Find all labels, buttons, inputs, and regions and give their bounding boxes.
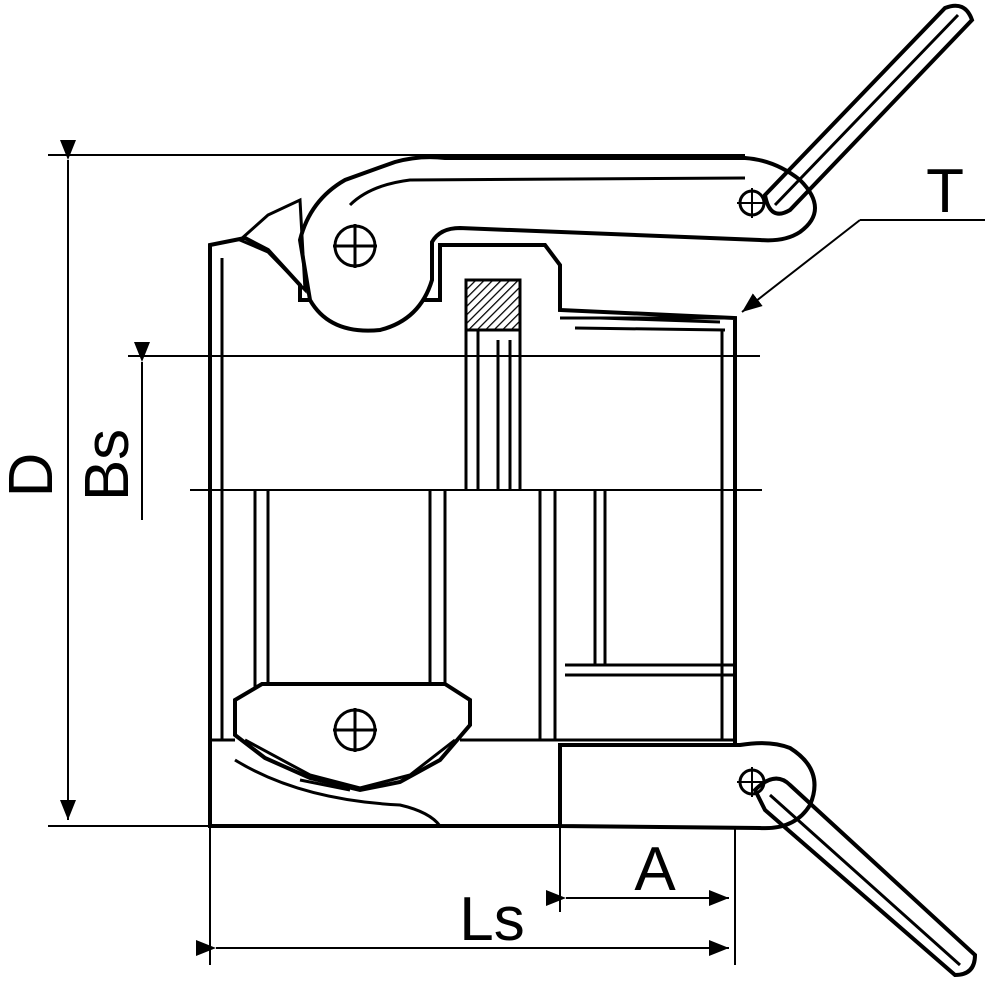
handle-rod-top	[762, 3, 975, 216]
bottom-cam	[233, 682, 472, 793]
lever-arm-bottom	[558, 741, 817, 831]
gasket	[464, 278, 522, 490]
label-bs: Bs	[73, 429, 142, 501]
top-handle	[762, 3, 975, 216]
label-a: A	[634, 835, 676, 904]
cam-arm-top	[297, 155, 817, 333]
bottom-lever	[558, 741, 978, 978]
leader-t	[741, 219, 861, 313]
top-cam-lever	[237, 155, 817, 333]
label-t: T	[926, 157, 964, 226]
dimension-a: A	[546, 745, 736, 965]
dimension-d: D	[0, 140, 760, 827]
dimension-bs: Bs	[73, 342, 762, 520]
dimension-ls: Ls	[196, 826, 729, 965]
dimension-t: T	[741, 157, 985, 313]
label-ls: Ls	[459, 885, 524, 954]
label-d: D	[0, 453, 66, 498]
cam-plate-bottom	[233, 682, 472, 793]
handle-rod-bottom	[752, 776, 978, 978]
coupling-body	[208, 235, 737, 828]
